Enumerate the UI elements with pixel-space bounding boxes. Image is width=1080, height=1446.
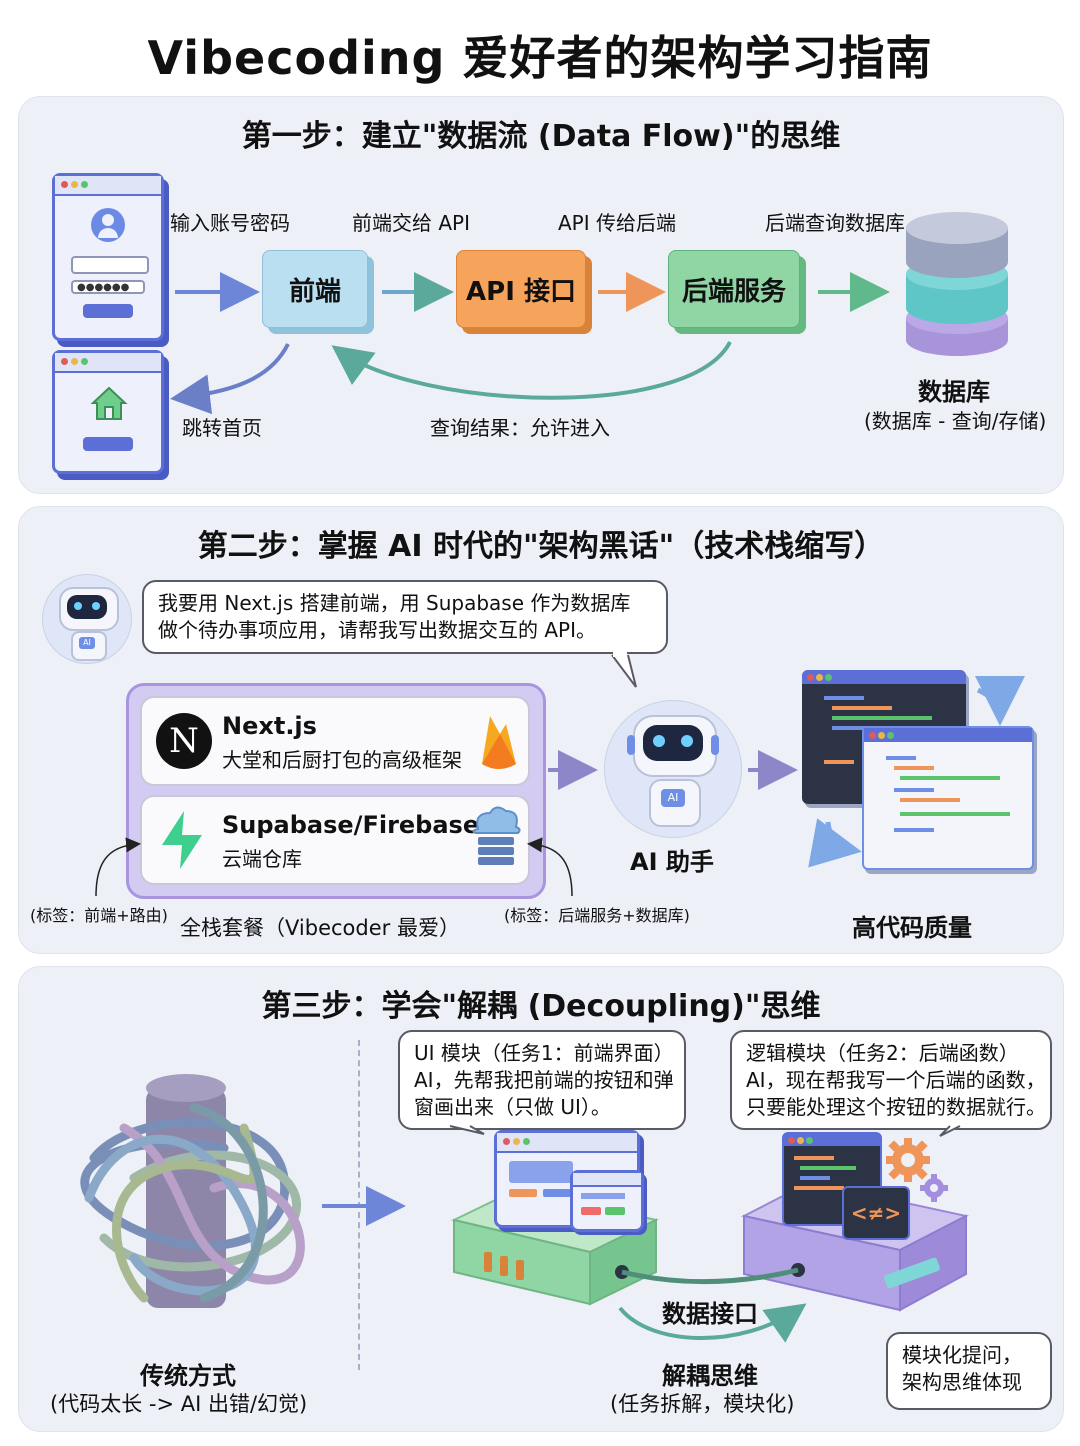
frontend-box: 前端 xyxy=(262,250,368,328)
ui-bubble-line-2: 窗画出来（只做 UI）。 xyxy=(414,1095,611,1119)
note-line-1: 模块化提问， xyxy=(902,1343,1022,1367)
nextjs-name: Next.js xyxy=(222,712,317,740)
bubble-tail xyxy=(611,651,637,688)
nextjs-card: N Next.js 大堂和后厨打包的高级框架 xyxy=(140,696,530,786)
prompt-bubble: 我要用 Next.js 搭建前端，用 Supabase 作为数据库 做个待办事项… xyxy=(142,580,668,654)
prompt-line-1: 我要用 Next.js 搭建前端，用 Supabase 作为数据库 xyxy=(158,591,631,615)
ai-assistant-robot-icon: AI xyxy=(604,700,742,838)
code-tag-icon: <≠> xyxy=(842,1186,910,1240)
supabase-name: Supabase/Firebase xyxy=(222,811,480,839)
tag-frontend-routing: (标签：前端+路由) xyxy=(30,906,168,925)
user-avatar-icon xyxy=(91,208,125,242)
logic-bubble-title: 逻辑模块（任务2：后端函数） xyxy=(746,1041,1019,1065)
tangled-code-icon xyxy=(80,1074,305,1308)
step3-title: 第三步：学会"解耦 (Decoupling)"思维 xyxy=(261,989,821,1024)
tag-arrows xyxy=(95,750,798,897)
supabase-bolt-icon xyxy=(162,811,202,869)
logic-bubble-line-2: 只要能处理这个按钮的数据就行。 xyxy=(746,1095,1046,1119)
cloud-server-icon xyxy=(472,806,521,865)
fullstack-caption: 全栈套餐（Vibecoder 最爱） xyxy=(180,916,460,940)
supabase-card: Supabase/Firebase 云端仓库 xyxy=(140,795,530,885)
label-backend-query-db: 后端查询数据库 xyxy=(765,211,905,235)
label-query-result: 查询结果：允许进入 xyxy=(430,416,610,440)
step1-title: 第一步：建立"数据流 (Data Flow)"的思维 xyxy=(241,119,841,154)
ui-bubble-title: UI 模块（任务1：前端界面） xyxy=(414,1041,674,1065)
database-title: 数据库 xyxy=(918,378,990,406)
firebase-flame-icon xyxy=(482,716,516,769)
ui-bubble-line-1: AI，先帮我把前端的按钮和弹 xyxy=(414,1068,674,1092)
data-interface-label: 数据接口 xyxy=(662,1300,758,1328)
decoupling-subtitle: (任务拆解，模块化) xyxy=(610,1392,795,1416)
high-code-quality-label: 高代码质量 xyxy=(852,914,972,942)
label-input-credentials: 输入账号密码 xyxy=(170,211,290,235)
traditional-title: 传统方式 xyxy=(140,1362,236,1390)
tag-backend-db: (标签：后端服务+数据库) xyxy=(504,906,690,925)
ai-badge: AI xyxy=(661,789,685,807)
ui-module-bubble: UI 模块（任务1：前端界面） AI，先帮我把前端的按钮和弹 窗画出来（只做 U… xyxy=(398,1030,686,1130)
label-frontend-to-api: 前端交给 API xyxy=(352,211,470,235)
code-window-front xyxy=(862,726,1034,870)
house-icon xyxy=(90,386,128,420)
decoupling-title: 解耦思维 xyxy=(662,1362,758,1390)
step2-title: 第二步：掌握 AI 时代的"架构黑话"（技术栈缩写） xyxy=(197,529,885,564)
robot-avatar-icon: AI xyxy=(42,574,132,664)
login-window-icon: ●●●●●● xyxy=(52,173,164,341)
gear-icon xyxy=(886,1138,948,1202)
code-editor-icon xyxy=(782,1132,882,1226)
database-icon xyxy=(906,212,1008,356)
refresh-arrows-icon xyxy=(808,675,1025,868)
supabase-desc: 云端仓库 xyxy=(222,847,302,871)
api-box: API 接口 xyxy=(456,250,586,328)
modular-note: 模块化提问， 架构思维体现 xyxy=(886,1332,1052,1410)
note-line-2: 架构思维体现 xyxy=(902,1370,1022,1394)
database-subtitle: (数据库 - 查询/存储) xyxy=(864,409,1047,433)
nextjs-desc: 大堂和后厨打包的高级框架 xyxy=(222,748,462,772)
ai-assistant-label: AI 助手 xyxy=(630,848,714,876)
logic-bubble-line-1: AI，现在帮我写一个后端的函数， xyxy=(746,1068,1046,1092)
nextjs-logo-icon: N xyxy=(156,713,212,769)
page-title: Vibecoding 爱好者的架构学习指南 xyxy=(147,31,933,85)
prompt-line-2: 做个待办事项应用，请帮我写出数据交互的 API。 xyxy=(158,618,596,642)
traditional-subtitle: (代码太长 -> AI 出错/幻觉) xyxy=(50,1392,308,1416)
label-api-to-backend: API 传给后端 xyxy=(558,211,676,235)
home-window-icon xyxy=(52,350,164,474)
backend-box: 后端服务 xyxy=(668,250,800,328)
popup-window-icon xyxy=(570,1170,644,1232)
label-jump-home: 跳转首页 xyxy=(182,416,262,440)
logic-module-bubble: 逻辑模块（任务2：后端函数） AI，现在帮我写一个后端的函数， 只要能处理这个按… xyxy=(730,1030,1052,1130)
flow-arrows-step1 xyxy=(170,272,890,415)
